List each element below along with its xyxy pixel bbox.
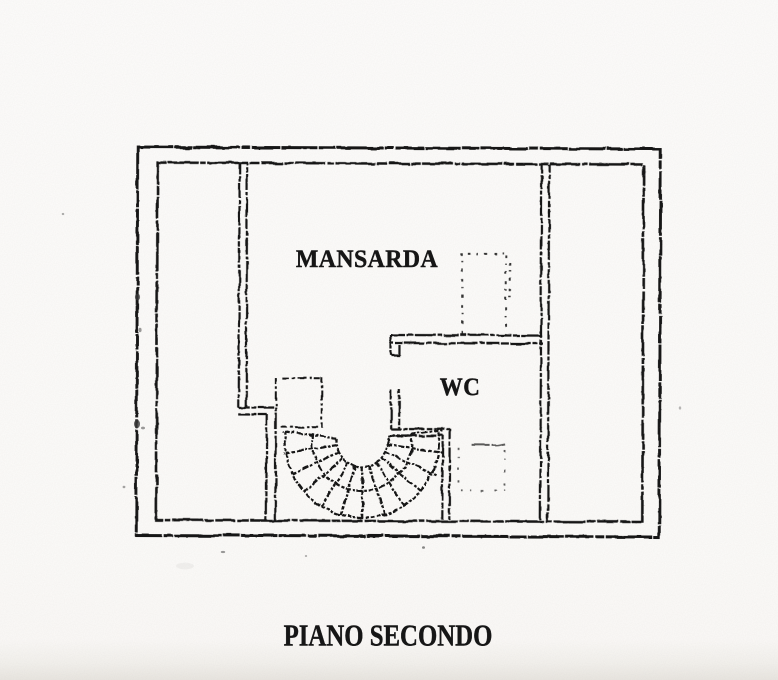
outer-wall	[134, 145, 663, 539]
partition-wall-left	[237, 163, 277, 520]
spiral-staircase	[282, 428, 444, 520]
stair-entry-landing	[275, 376, 323, 428]
stairwell-enclosure	[390, 389, 451, 520]
scan-specks	[61, 212, 682, 570]
floor-caption: PIANO SECONDO	[283, 617, 493, 653]
room-label-mansarda: MANSARDA	[295, 245, 439, 273]
room-label-wc: WC	[439, 373, 481, 401]
wall-mansarda-wc	[389, 333, 544, 358]
skylight-dashed-lower	[457, 442, 506, 492]
